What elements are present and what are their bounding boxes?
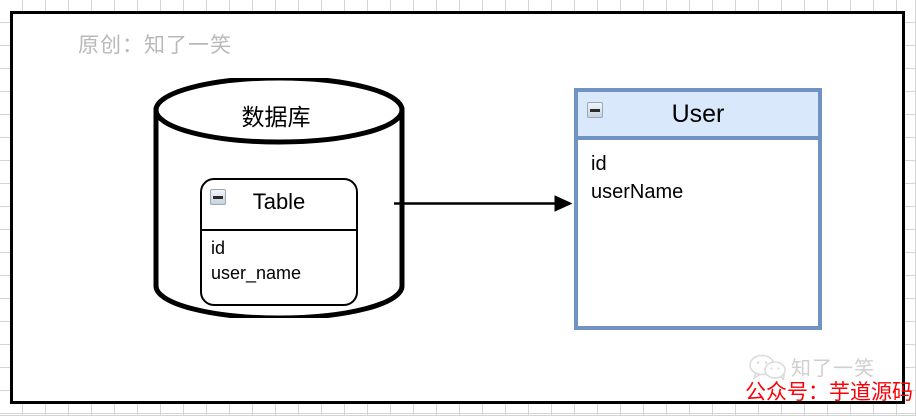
table-field: user_name bbox=[211, 263, 302, 283]
connector-arrow bbox=[394, 195, 573, 212]
user-entity-fields: id userName bbox=[578, 140, 818, 206]
table-entity-header: Table bbox=[202, 180, 356, 231]
minus-icon[interactable] bbox=[587, 102, 603, 118]
table-entity-fields: id user_name bbox=[202, 231, 356, 286]
user-entity-header: User bbox=[578, 92, 818, 140]
user-field: userName bbox=[591, 181, 684, 203]
table-field: id bbox=[211, 238, 226, 258]
user-entity[interactable]: User id userName bbox=[574, 88, 822, 330]
table-entity-title: Table bbox=[252, 189, 306, 214]
table-entity[interactable]: Table id user_name bbox=[200, 178, 358, 306]
user-entity-title: User bbox=[671, 100, 725, 128]
minus-icon[interactable] bbox=[210, 189, 226, 205]
watermark-brand: 知了一笑 bbox=[791, 358, 875, 380]
watermark: 知了一笑 公众号：芋道源码 bbox=[745, 352, 915, 404]
wechat-icon bbox=[749, 354, 786, 380]
user-field: id bbox=[591, 153, 607, 175]
watermark-account: 公众号：芋道源码 bbox=[745, 381, 913, 404]
database-label: 数据库 bbox=[241, 104, 311, 130]
origin-note: 原创：知了一笑 bbox=[78, 34, 232, 57]
